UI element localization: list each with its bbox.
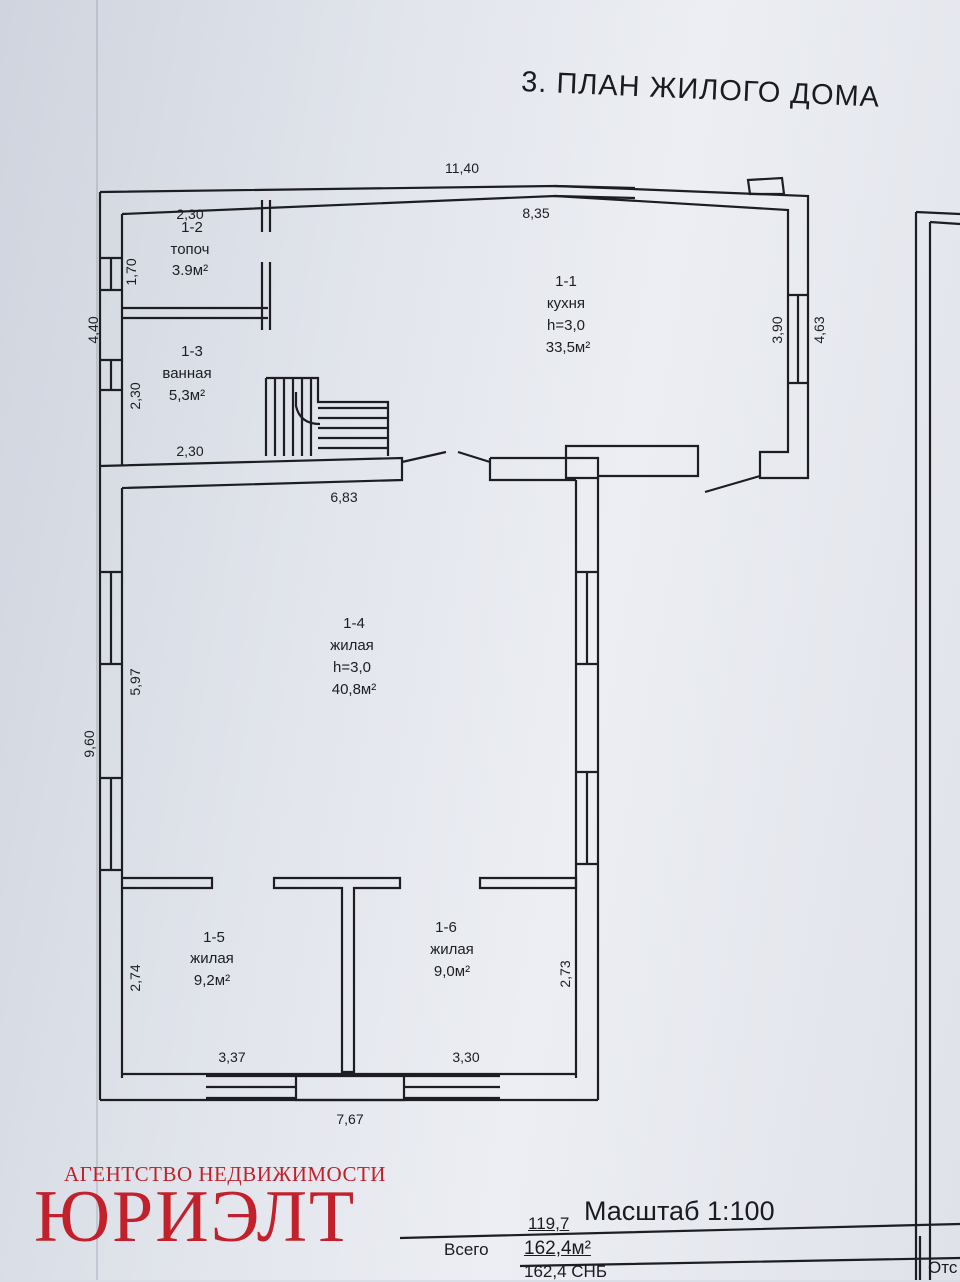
dim-left-upper-height: 4,40 [85, 316, 101, 343]
total-area: 162,4м² [524, 1238, 591, 1259]
brand-logo: ЮРИЭЛТ [34, 1176, 357, 1258]
dim-room15-width: 3,37 [218, 1049, 245, 1065]
room-14-id: 1-4 [343, 615, 365, 632]
dim-room16-width: 3,30 [452, 1049, 479, 1065]
wall-top-outer [99, 184, 810, 295]
dim-bottom-width: 7,67 [336, 1111, 363, 1127]
window-left-1 [100, 256, 122, 292]
wall-r12-bottom [122, 306, 268, 320]
dim-room13-width: 2,30 [176, 443, 203, 459]
total-small: 119,7 [528, 1214, 570, 1233]
room-16-area: 9,0м² [434, 963, 470, 980]
cut-text: Отс [928, 1258, 958, 1277]
dim-room15-height: 2,74 [127, 964, 143, 991]
window-bottom-2 [294, 1074, 406, 1102]
window-right-2 [576, 770, 598, 866]
window-left-2 [100, 358, 122, 392]
middle-door [401, 450, 491, 464]
window-kitchen-right [788, 293, 808, 385]
room-11-area: 33,5м² [546, 339, 591, 356]
window-bottom-3 [404, 1074, 500, 1100]
room-12-id: 1-2 [181, 219, 203, 236]
stamp-lines [399, 1222, 960, 1280]
neighbour-frame [914, 210, 960, 1280]
room-14-area: 40,8м² [332, 681, 377, 698]
total-snb: 162,4 СНБ [524, 1262, 607, 1281]
wall-r16-top [478, 876, 578, 890]
room-13-id: 1-3 [181, 343, 203, 360]
chimney [746, 176, 786, 196]
wall-top-inner [121, 194, 790, 295]
room-11-id: 1-1 [555, 273, 577, 290]
window-right-1 [576, 570, 598, 666]
wall-middle-left [99, 456, 404, 490]
room-13-name: ванная [162, 365, 211, 382]
room-15-area: 9,2м² [194, 972, 230, 989]
room-15-id: 1-5 [203, 929, 225, 946]
window-left-4 [100, 776, 122, 872]
total-label: Всего [444, 1240, 489, 1259]
wall-kitchen-corner [758, 383, 810, 480]
room-11-name: кухня [547, 295, 585, 312]
dim-kitchen-outer-height: 4,63 [811, 316, 827, 343]
room-14-name: жилая [330, 637, 374, 654]
dim-room14-width: 6,83 [330, 489, 357, 505]
stairs-arrow [294, 392, 321, 426]
wall-middle-right [488, 444, 700, 482]
dim-room12-height: 1,70 [123, 258, 139, 285]
stairs [264, 376, 390, 456]
room-13-area: 5,3м² [169, 387, 205, 404]
room-11-height: h=3,0 [547, 317, 585, 334]
room-15-name: жилая [190, 950, 234, 967]
kitchen-door [704, 474, 761, 494]
room-12-area: 3.9м² [172, 262, 208, 279]
dim-room14-height: 5,97 [127, 668, 143, 695]
window-bottom-1 [206, 1074, 296, 1100]
room-12-name: топоч [171, 241, 210, 258]
dim-kitchen-width: 8,35 [522, 205, 549, 221]
brand-subtitle: АГЕНТСТВО НЕДВИЖИМОСТИ [64, 1162, 386, 1186]
room-16-id: 1-6 [435, 919, 457, 936]
dim-kitchen-inner-height: 3,90 [769, 316, 785, 343]
dim-room12-width: 2,30 [176, 206, 203, 222]
scale-label: Масштаб 1:100 [584, 1196, 775, 1226]
wall-kitchen-right [786, 295, 810, 383]
room-14-height: h=3,0 [333, 659, 371, 676]
window-left-3 [100, 570, 122, 666]
room-16-name: жилая [430, 941, 474, 958]
paper-fold [96, 0, 98, 1280]
dim-total-width: 11,40 [445, 160, 479, 176]
wall-r12-right [260, 200, 272, 330]
wall-r15-top [122, 876, 214, 890]
dim-left-lower-height: 9,60 [81, 730, 97, 757]
dim-room13-height: 2,30 [127, 382, 143, 409]
wall-t-partition [272, 876, 402, 1074]
dim-room16-height: 2,73 [557, 960, 573, 987]
window-top [554, 184, 636, 200]
